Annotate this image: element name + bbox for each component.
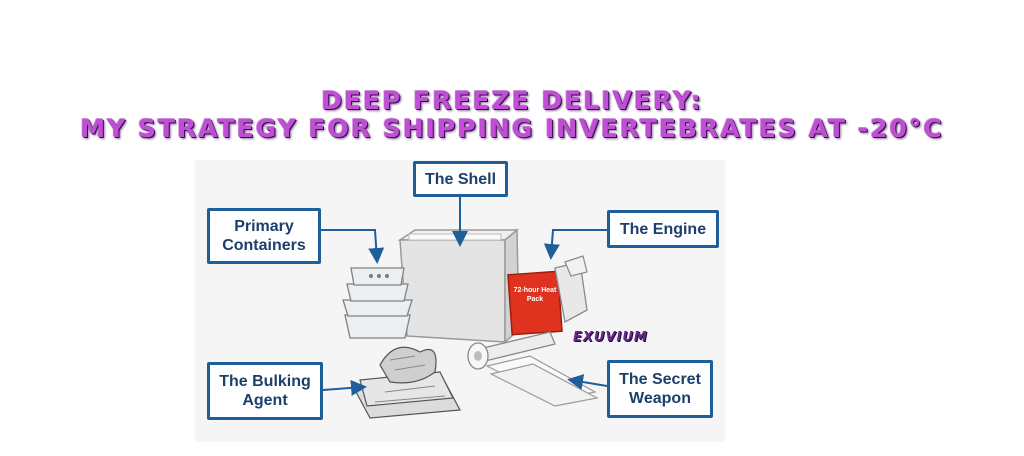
plastic-containers: [342, 267, 413, 339]
title-line-1: DEEP FREEZE DELIVERY:: [321, 86, 703, 115]
styrofoam-box: [397, 228, 520, 344]
label-bulking-agent: The Bulking Agent: [207, 362, 323, 420]
packing-diagram: 72-hour Heat Pack The Shell Primary Cont…: [195, 160, 725, 442]
title-line-2: MY STRATEGY FOR SHIPPING INVERTEBRATES A…: [80, 114, 944, 143]
crumpled-newspaper: [354, 346, 461, 419]
arrow-engine: [543, 229, 607, 260]
arrow-primary: [321, 229, 385, 264]
arrow-bulking: [322, 379, 367, 396]
heat-pack-label: 72-hour Heat Pack: [513, 287, 557, 303]
label-engine: The Engine: [607, 210, 719, 248]
label-primary-containers: Primary Containers: [207, 208, 321, 264]
heat-pack: [507, 255, 588, 336]
arrow-secret: [567, 374, 608, 390]
label-shell: The Shell: [413, 161, 508, 197]
label-secret-weapon: The Secret Weapon: [607, 360, 713, 418]
brand-logo: EXUVIUM: [573, 330, 648, 345]
